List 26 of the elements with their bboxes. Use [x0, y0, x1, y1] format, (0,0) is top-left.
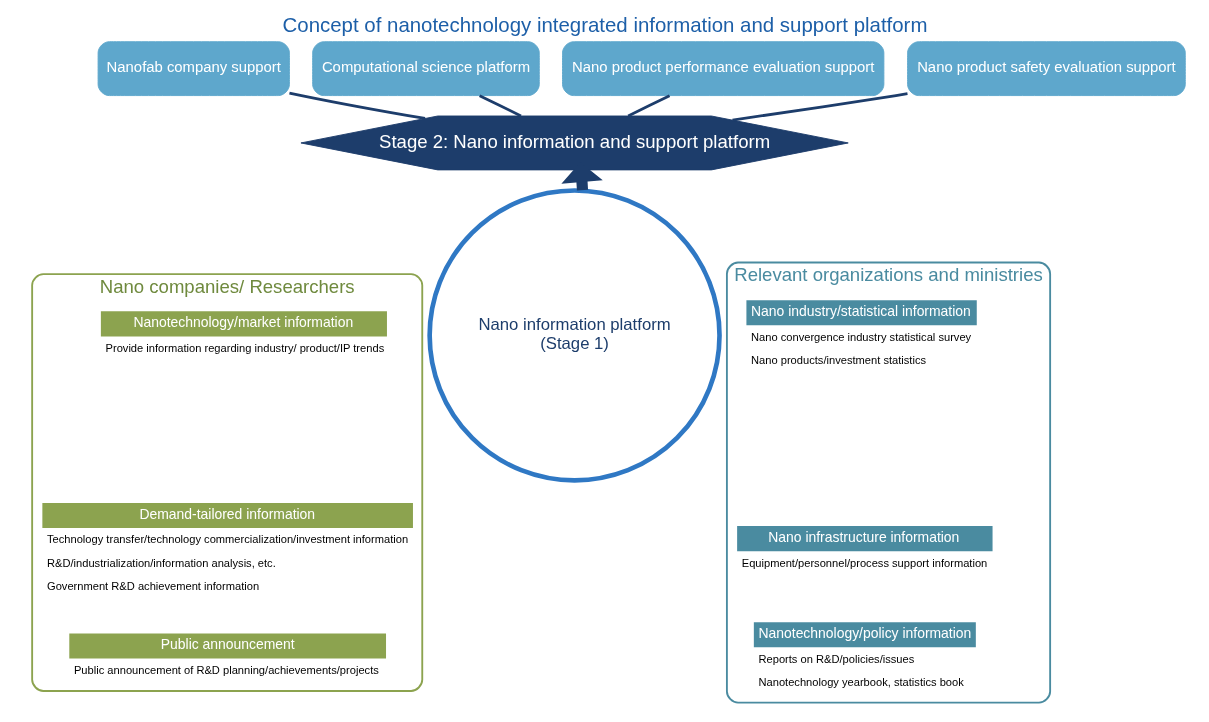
- connector: [627, 94, 670, 118]
- node-box: Nano product performance evaluation support: [561, 41, 884, 97]
- node-box: Demand-tailored information: [41, 502, 413, 528]
- connector: [288, 91, 425, 120]
- node-box: Nanotechnology/policy information: [753, 622, 976, 648]
- node-box: Nanofab company support: [97, 41, 290, 97]
- node-label: Nano products/investment statistics: [750, 353, 926, 366]
- node-label: Public announcement of R&D planning/achievements/projects: [73, 663, 379, 676]
- node-box: Computational science platform: [311, 41, 540, 97]
- node-box: Nanotechnology/market information: [100, 311, 387, 337]
- node-label: R&D/industrialization/information analysis, etc.: [46, 556, 276, 569]
- node-label: Nanotechnology yearbook, statistics book: [757, 675, 964, 688]
- node-label: Equipment/personnel/process support information: [741, 556, 987, 569]
- node-label: Nano convergence industry statistical survey: [750, 330, 971, 343]
- node-label: Technology transfer/technology commercialization/investment information: [46, 533, 408, 546]
- node-label: Provide information regarding industry/ product/IP trends: [105, 341, 384, 354]
- node-label: Reports on R&D/policies/issues: [757, 652, 914, 665]
- node-circle: Nano information platform (Stage 1): [426, 188, 722, 483]
- diagram-title: Concept of nanotechnology integrated information and support platform: [282, 14, 927, 37]
- connector: [731, 92, 908, 122]
- node-box: Nano industry/statistical information: [745, 300, 977, 326]
- node-box: Nano infrastructure information: [736, 526, 993, 552]
- node-box: Nano product safety evaluation support: [906, 41, 1186, 97]
- node-label: Government R&D achievement information: [46, 579, 259, 592]
- node-box: Public announcement: [68, 633, 386, 659]
- connector: [478, 94, 522, 118]
